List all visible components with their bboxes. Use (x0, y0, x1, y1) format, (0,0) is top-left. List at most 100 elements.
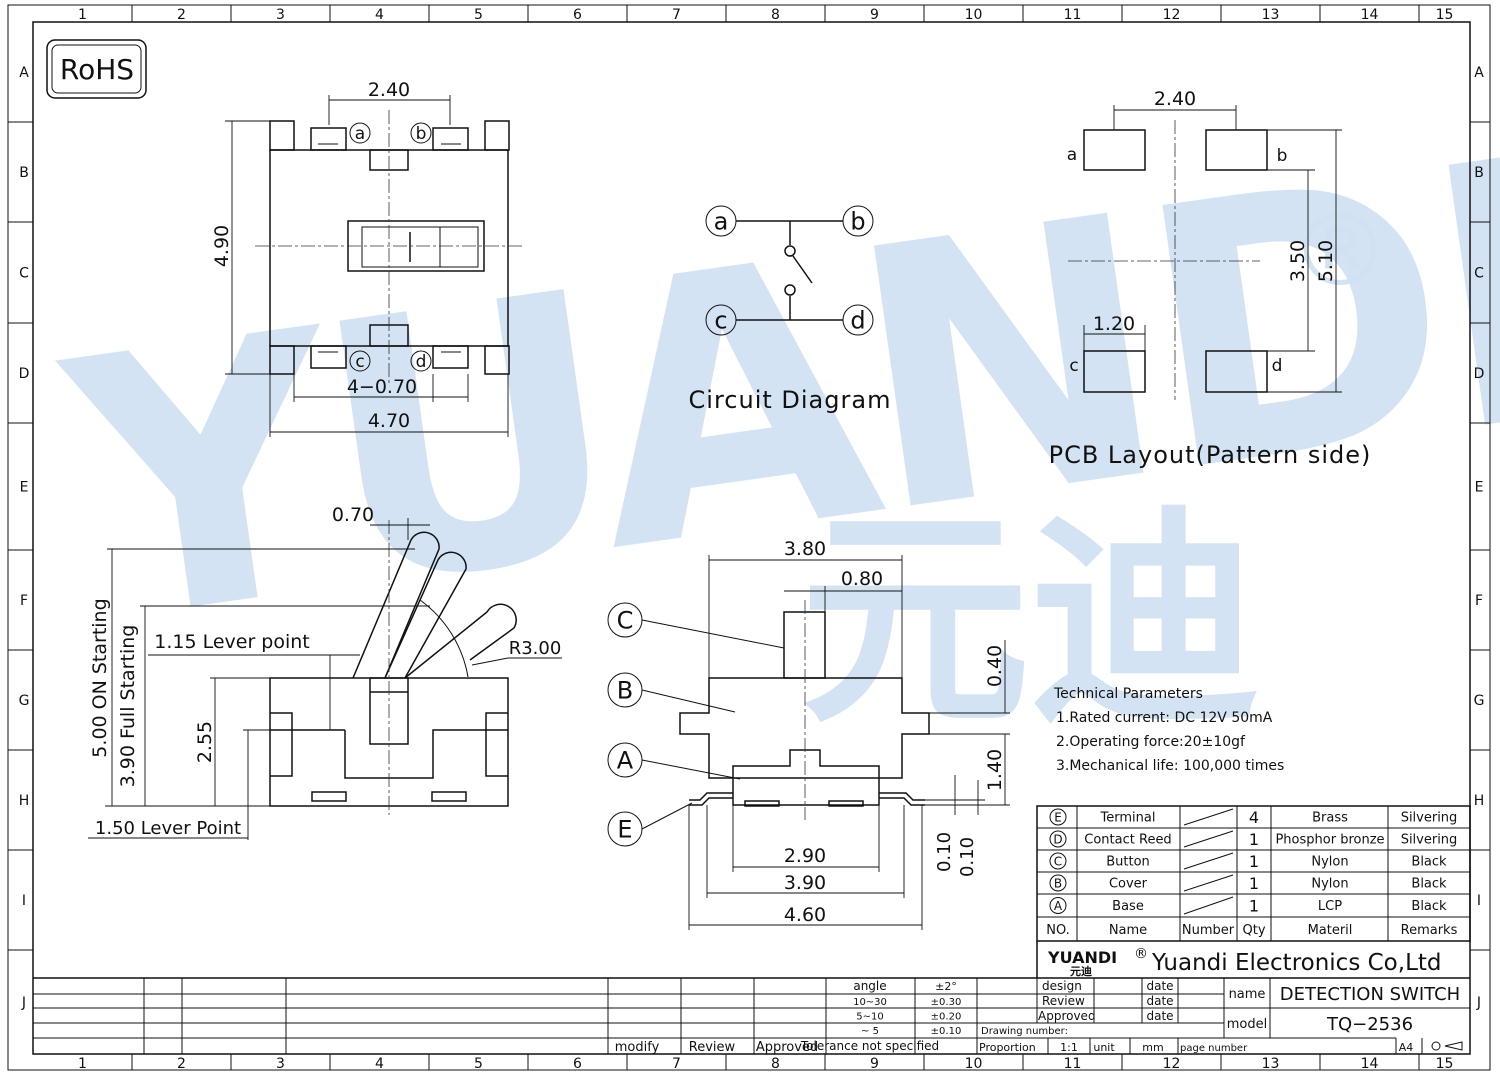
svg-text:c: c (714, 307, 727, 335)
bom-material: Brass (1312, 811, 1348, 826)
zone-row-right: H (1474, 793, 1485, 809)
zone-row-left: H (19, 793, 30, 809)
callout-A: A (607, 742, 643, 778)
zone-col-bottom: 13 (1262, 1056, 1280, 1072)
circuit-title: Circuit Diagram (689, 386, 892, 414)
zone-col-top: 15 (1436, 7, 1454, 23)
tb-approved2: Approved (756, 1040, 818, 1055)
dim-side-0-70: 0.70 (332, 504, 374, 526)
bom-qty: 1 (1249, 830, 1259, 849)
dim-pcb-3-50: 3.50 (1287, 240, 1309, 282)
bom-no: B (1049, 874, 1067, 892)
pcb-title: PCB Layout(Pattern side) (1049, 441, 1372, 469)
front-view-callouts: C B A E (607, 602, 643, 847)
bom-name: Contact Reed (1084, 833, 1171, 848)
svg-text:E: E (1054, 811, 1062, 825)
zone-row-right: F (1475, 593, 1483, 609)
zone-row-right: D (1474, 366, 1485, 382)
bom-qty: 1 (1249, 852, 1259, 871)
pcb-pad-d: d (1272, 356, 1283, 376)
dim-front-1-40: 1.40 (984, 749, 1006, 791)
zone-col-top: 8 (771, 7, 780, 23)
watermark: YUANDI ® 元迪 (43, 81, 1500, 755)
zone-col-bottom: 8 (771, 1056, 780, 1072)
svg-text:D: D (1053, 833, 1062, 847)
circuit-pin-c: c (705, 304, 737, 336)
rohs-badge: RoHS (46, 39, 147, 99)
dim-top-4-70: 4.70 (368, 410, 410, 432)
svg-text:E: E (617, 816, 632, 844)
tb-company: Yuandi Electronics Co,Ltd (1151, 950, 1442, 976)
bom-header-cell: Remarks (1401, 923, 1458, 938)
watermark-registered: ® (1290, 192, 1390, 309)
tb-modify: modify (615, 1040, 660, 1055)
zone-col-top: 3 (276, 7, 285, 23)
bom-remark: Black (1411, 899, 1447, 914)
tb-tol-value: ±0.30 (931, 997, 962, 1008)
tb-date: date (1146, 1009, 1173, 1023)
dim-front-0-10a: 0.10 (934, 832, 955, 872)
zone-col-top: 14 (1361, 7, 1379, 23)
bom-qty: 1 (1249, 897, 1259, 916)
projection-symbol-icon (1431, 1041, 1463, 1051)
technical-parameters: Technical Parameters 1.Rated current: DC… (1053, 686, 1284, 774)
bom-material: Nylon (1311, 877, 1348, 892)
zone-col-bottom: 11 (1064, 1056, 1082, 1072)
dim-top-4-90: 4.90 (211, 225, 233, 267)
zone-col-bottom: 12 (1163, 1056, 1181, 1072)
zone-col-bottom: 6 (573, 1056, 582, 1072)
tb-name-label: name (1229, 987, 1266, 1002)
tb-scale: 1:1 (1060, 1041, 1078, 1054)
zone-row-left: J (21, 995, 26, 1011)
bom-header-cell: NO. (1046, 923, 1070, 938)
tb-paper: A4 (1399, 1041, 1414, 1054)
dim-front-0-10b: 0.10 (957, 837, 978, 877)
bom-header-cell: Qty (1242, 923, 1265, 938)
zone-row-left: B (19, 165, 29, 181)
tb-model-value: TQ−2536 (1326, 1014, 1413, 1035)
tb-tol-range: ~ 5 (861, 1026, 879, 1037)
bom-remark: Black (1411, 877, 1447, 892)
pcb-pad-c: c (1069, 356, 1078, 376)
tb-tol-range: 5~10 (856, 1012, 883, 1023)
bom-header-cell: Materil (1308, 923, 1353, 938)
zone-row-right: J (1476, 995, 1481, 1011)
svg-text:b: b (416, 124, 427, 144)
dim-pcb-1-20: 1.20 (1093, 313, 1135, 335)
rohs-label: RoHS (60, 53, 134, 86)
svg-text:d: d (416, 352, 427, 372)
svg-text:a: a (355, 124, 365, 144)
dim-top-4-0-70: 4−0.70 (347, 376, 417, 398)
svg-text:A: A (617, 747, 634, 775)
zone-col-bottom: 14 (1361, 1056, 1379, 1072)
zone-col-bottom: 15 (1436, 1056, 1454, 1072)
zone-row-right: E (1475, 480, 1484, 496)
zone-col-bottom: 3 (276, 1056, 285, 1072)
tb-unit: unit (1093, 1041, 1115, 1054)
tb-tol-value: ±0.20 (931, 1012, 962, 1023)
dim-front-4-60: 4.60 (784, 904, 826, 926)
svg-text:C: C (617, 607, 634, 635)
label-3-90-full: 3.90 Full Starting (117, 625, 139, 788)
label-1-50-lever: 1.50 Lever Point (95, 818, 241, 839)
dim-front-2-90: 2.90 (784, 845, 826, 867)
zone-col-bottom: 10 (965, 1056, 983, 1072)
zone-row-right: G (1474, 693, 1485, 709)
tb-date: date (1146, 979, 1173, 993)
zone-col-top: 1 (78, 7, 87, 23)
svg-text:B: B (617, 677, 633, 705)
zone-col-bottom: 2 (177, 1056, 186, 1072)
